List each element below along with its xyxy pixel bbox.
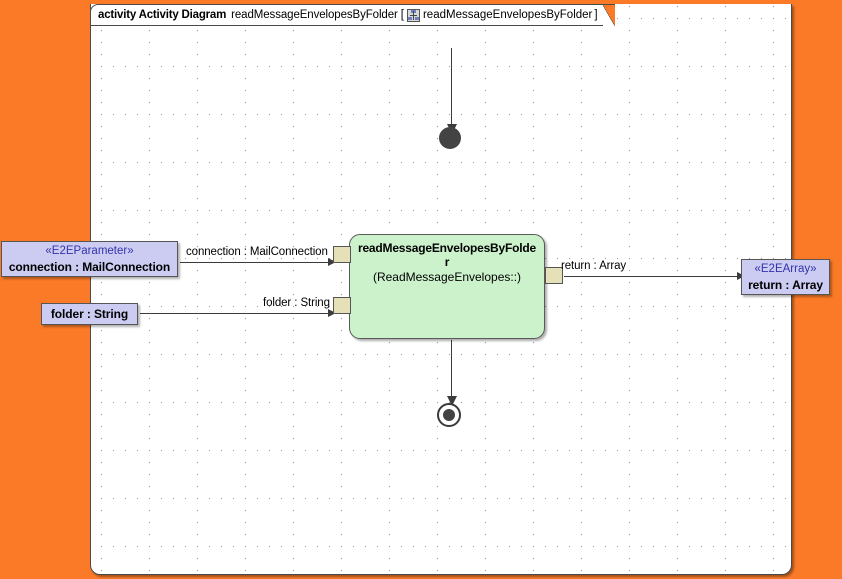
edge-folder-line	[140, 313, 332, 314]
activity-node-title: readMessageEnvelopesByFolder	[357, 241, 536, 269]
edge-initial-to-activity-line	[451, 48, 452, 126]
input-pin-connection[interactable]	[333, 246, 351, 263]
output-pin-return[interactable]	[545, 267, 563, 284]
parameter-return-label: return : Array	[748, 278, 823, 292]
activity-node-subtitle: (ReadMessageEnvelopes::)	[372, 270, 522, 284]
edge-connection-label: connection : MailConnection	[186, 246, 328, 258]
edge-connection-line	[180, 262, 332, 263]
edge-activity-to-final-arrowhead	[447, 396, 457, 406]
input-pin-folder[interactable]	[333, 297, 351, 314]
parameter-connection-label: connection : MailConnection	[8, 260, 171, 274]
frame-header-tab[interactable]: activity Activity Diagram readMessageEnv…	[90, 4, 615, 26]
parameter-connection-stereotype: «E2EParameter»	[45, 245, 134, 257]
edge-return-line	[564, 276, 742, 277]
parameter-return-stereotype: «E2EArray»	[754, 263, 817, 275]
frame-header-kind: activity Activity Diagram	[98, 9, 227, 21]
frame-header-qualified-name: readMessageEnvelopesByFolder	[422, 9, 593, 21]
edge-return-label: return : Array	[561, 260, 627, 272]
activity-diagram-icon	[406, 8, 420, 22]
parameter-box-connection[interactable]: «E2EParameter» connection : MailConnecti…	[1, 241, 178, 277]
frame-header-bracket-close: ]	[594, 9, 598, 21]
edge-folder-label: folder : String	[263, 297, 330, 309]
edge-connection-arrowhead	[328, 258, 336, 266]
initial-node[interactable]	[439, 127, 461, 149]
activity-final-node[interactable]	[437, 403, 461, 427]
parameter-folder-label: folder : String	[50, 306, 129, 321]
frame-header-name: readMessageEnvelopesByFolder	[231, 9, 398, 21]
activity-node[interactable]: readMessageEnvelopesByFolder (ReadMessag…	[349, 234, 545, 339]
edge-folder-arrowhead	[328, 309, 336, 317]
edge-activity-to-final-line	[451, 340, 452, 398]
parameter-box-folder[interactable]: folder : String	[41, 303, 138, 325]
frame-header-bracket-open: [	[400, 9, 404, 21]
parameter-box-return[interactable]: «E2EArray» return : Array	[741, 259, 830, 295]
